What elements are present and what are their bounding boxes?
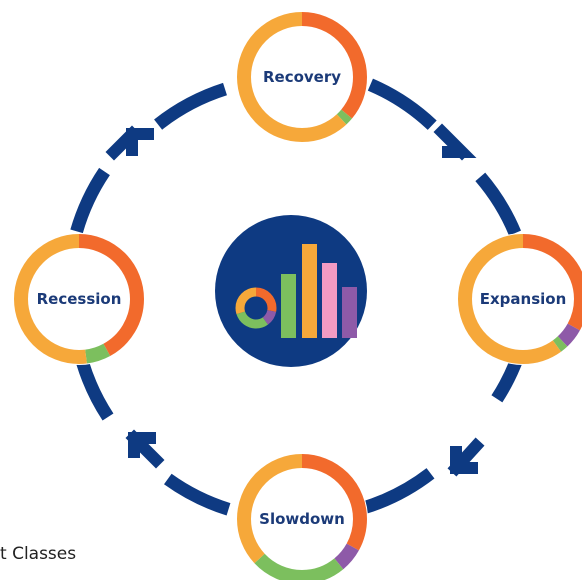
arrow-slowdown-to-recession-icon: [125, 429, 165, 469]
cycle-arc-recovery-expansion: [367, 78, 437, 130]
phase-label-recovery: Recovery: [263, 68, 341, 86]
phase-background: [236, 453, 368, 580]
phase-recession: Recession: [13, 233, 145, 365]
center-bar-pink: [322, 263, 337, 338]
center-bar-orange: [302, 244, 317, 338]
cycle-arc-recession-lower: [76, 360, 114, 421]
cycle-arc-expansion-upper: [475, 172, 521, 236]
phase-background: [457, 233, 582, 365]
cycle-arrows: [105, 123, 485, 477]
cycle-arc-recovery-recession: [154, 82, 228, 130]
phase-label-expansion: Expansion: [480, 290, 567, 308]
phase-segment-green: [237, 454, 367, 580]
center-bar-purple: [342, 287, 357, 338]
asset-allocation-chart-icon: [215, 215, 367, 367]
center-donut-segment: [235, 287, 277, 329]
phase-segment-orange_light: [458, 234, 582, 364]
cycle-arc-slowdown-expansion: [360, 468, 435, 515]
center-bar-green: [281, 274, 296, 338]
arrow-recovery-to-expansion-icon: [433, 123, 477, 161]
phase-slowdown: Slowdown: [236, 453, 368, 580]
phase-segment-orange_light: [14, 234, 144, 364]
cycle-arc-recession-upper: [70, 167, 110, 234]
arrow-expansion-to-slowdown-icon: [447, 437, 485, 477]
phase-recovery: Recovery: [236, 11, 368, 143]
arrow-recession-to-recovery-icon: [105, 125, 154, 161]
phase-label-slowdown: Slowdown: [259, 510, 345, 528]
footer-caption: t Classes: [0, 544, 77, 564]
phase-label-recession: Recession: [37, 290, 122, 308]
phase-segment-orange_light: [237, 12, 367, 142]
center-donut-segment: [235, 287, 277, 329]
phase-background: [13, 233, 145, 365]
phase-segment-orange_light: [237, 454, 367, 580]
phase-expansion: Expansion: [457, 233, 582, 365]
cycle-arc-slowdown-recession: [164, 473, 231, 516]
phase-background: [236, 11, 368, 143]
